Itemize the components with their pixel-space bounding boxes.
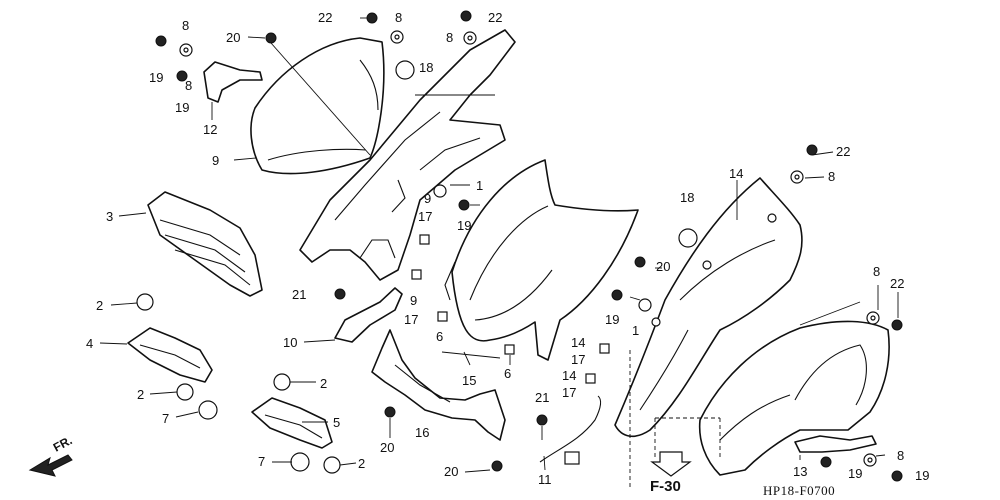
callout-20: 20 [444, 464, 458, 479]
callout-9: 9 [212, 153, 219, 168]
diagram-code: HP18-F0700 [763, 483, 835, 498]
callout-19: 19 [848, 466, 862, 481]
stay-11-part [539, 395, 602, 465]
callout-8: 8 [828, 169, 835, 184]
callout-9: 9 [424, 191, 431, 206]
reference-marks [28, 451, 692, 477]
top-cover-part [250, 37, 385, 175]
callout-2: 2 [320, 376, 327, 391]
callout-18: 18 [680, 190, 694, 205]
callout-21: 21 [535, 390, 549, 405]
callout-22: 22 [890, 276, 904, 291]
front-mask-part [444, 159, 639, 361]
callout-2: 2 [358, 456, 365, 471]
callout-19: 19 [175, 100, 189, 115]
stay-12-part [203, 61, 263, 103]
callout-2: 2 [137, 387, 144, 402]
callout-22: 22 [318, 10, 332, 25]
reference-f30: F-30 [650, 478, 681, 495]
callout-14: 14 [571, 335, 585, 350]
callout-19: 19 [915, 468, 929, 483]
callout-14: 14 [562, 368, 576, 383]
callout-18: 18 [419, 60, 433, 75]
callout-17: 17 [404, 312, 418, 327]
callout-1: 1 [632, 323, 639, 338]
front-frame-part [299, 29, 516, 281]
callout-17: 17 [562, 385, 576, 400]
louver-4-part [127, 327, 213, 383]
callout-13: 13 [793, 464, 807, 479]
callout-3: 3 [106, 209, 113, 224]
callout-19: 19 [605, 312, 619, 327]
lower-duct-part [371, 329, 506, 441]
callout-8: 8 [446, 30, 453, 45]
callout-14: 14 [729, 166, 743, 181]
callout-20: 20 [226, 30, 240, 45]
callout-22: 22 [488, 10, 502, 25]
front-fender-part [698, 320, 890, 476]
callout-20: 20 [380, 440, 394, 455]
callout-20: 20 [656, 259, 670, 274]
callout-16: 16 [415, 425, 429, 440]
callout-8: 8 [897, 448, 904, 463]
callout-17: 17 [571, 352, 585, 367]
callout-10: 10 [283, 335, 297, 350]
callout-19: 19 [457, 218, 471, 233]
bracket-10-part [334, 287, 403, 343]
callout-6: 6 [436, 329, 443, 344]
side-fender-part [614, 177, 803, 438]
callout-1: 1 [476, 178, 483, 193]
callout-4: 4 [86, 336, 93, 351]
callout-12: 12 [203, 122, 217, 137]
callout-8: 8 [395, 10, 402, 25]
callout-21: 21 [292, 287, 306, 302]
callout-2: 2 [96, 298, 103, 313]
callout-6: 6 [504, 366, 511, 381]
callout-7: 7 [162, 411, 169, 426]
louver-5-part [251, 397, 333, 449]
callout-8: 8 [185, 78, 192, 93]
louver-3-part [147, 191, 263, 297]
callout-5: 5 [333, 415, 340, 430]
callout-7: 7 [258, 454, 265, 469]
callout-11: 11 [538, 472, 552, 487]
callout-15: 15 [462, 373, 476, 388]
callout-17: 17 [418, 209, 432, 224]
callout-8: 8 [182, 18, 189, 33]
callout-9: 9 [410, 293, 417, 308]
front-direction-label: FR. [51, 433, 75, 454]
callout-19: 19 [149, 70, 163, 85]
leader-lines [99, 36, 899, 490]
callout-22: 22 [836, 144, 850, 159]
callout-8: 8 [873, 264, 880, 279]
